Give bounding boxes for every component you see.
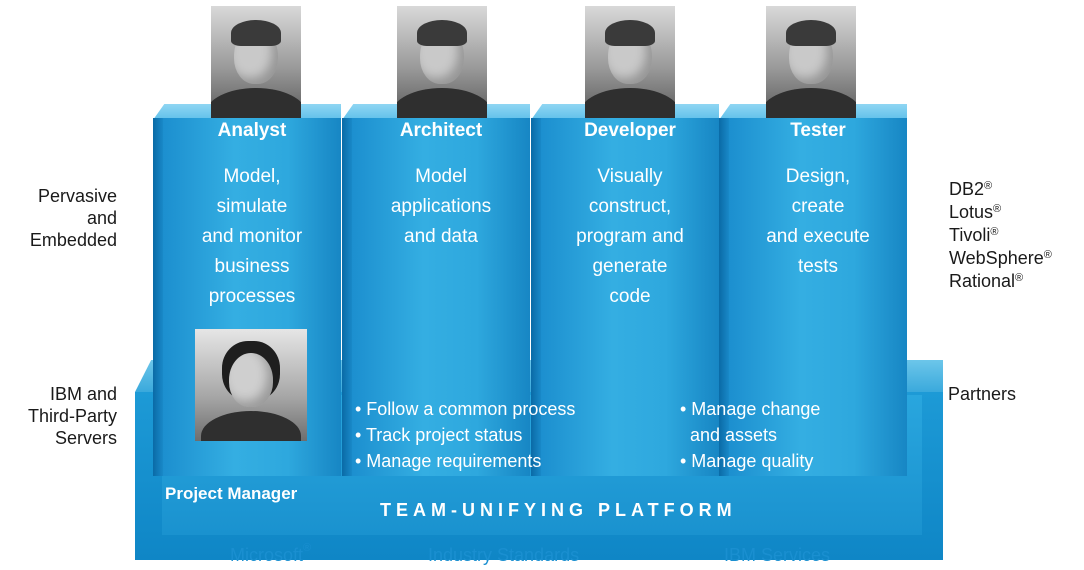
description-line: processes <box>208 286 296 307</box>
description-line: construct, <box>588 196 672 217</box>
role-title: Tester <box>790 120 846 141</box>
partners-label: Partners <box>948 384 1017 404</box>
pillar-side <box>153 118 165 476</box>
pillar-face <box>352 118 530 476</box>
servers-label: IBM and Third-Party Servers <box>0 383 117 449</box>
microsoft-label: Microsoft® <box>230 542 312 565</box>
description-line: simulate <box>216 196 288 217</box>
bullet-item: • Manage quality <box>680 451 814 471</box>
bullet-item: • Track project status <box>355 425 523 445</box>
analyst-photo <box>211 6 301 118</box>
servers-line: IBM and <box>49 384 117 404</box>
role-description: Model applications and data <box>360 162 522 252</box>
pervasive-line: Embedded <box>29 230 117 250</box>
servers-line: Third-Party <box>27 406 117 426</box>
brand-item: Rational® <box>949 271 1024 291</box>
description-line: tests <box>797 256 839 277</box>
project-manager-photo <box>195 329 307 441</box>
role-title: Architect <box>399 120 483 141</box>
pervasive-line: and <box>86 208 117 228</box>
platform-title: TEAM-UNIFYING PLATFORM <box>380 500 737 520</box>
description-line: Model <box>415 166 467 187</box>
description-line: business <box>214 256 290 277</box>
pervasive-line: Pervasive <box>37 186 117 206</box>
pillar-architect: Architect Model applications and data <box>342 104 530 476</box>
description-line: create <box>791 196 845 217</box>
pervasive-embedded-label: Pervasive and Embedded <box>0 185 117 251</box>
role-description: Model, simulate and monitor business pro… <box>171 162 333 312</box>
registered-mark: ® <box>990 226 999 238</box>
pillar-side <box>531 118 543 476</box>
pillar-face <box>541 118 719 476</box>
bullet-item: • Follow a common process <box>355 399 576 419</box>
servers-line: Servers <box>54 428 117 448</box>
role-title: Developer <box>584 120 676 141</box>
registered-mark: ® <box>993 203 1002 215</box>
industry-standards-label: Industry Standards <box>428 545 580 565</box>
description-line: program and <box>576 226 684 247</box>
pillar-face <box>729 118 907 476</box>
pillar-side <box>342 118 354 476</box>
description-line: and data <box>404 226 478 247</box>
bullet-item: • Manage change <box>680 399 821 419</box>
brand-list: DB2® Lotus® Tivoli® WebSphere® Rational® <box>949 178 1052 293</box>
role-description: Design, create and execute tests <box>737 162 899 282</box>
brand-item: Lotus® <box>949 202 1002 222</box>
pillar-side <box>719 118 731 476</box>
registered-mark: ® <box>984 180 993 192</box>
brand-item: DB2® <box>949 179 993 199</box>
description-line: and execute <box>766 226 870 247</box>
description-line: and monitor <box>201 226 303 247</box>
description-line: applications <box>390 196 492 217</box>
brand-item: Tivoli® <box>949 225 999 245</box>
description-line: code <box>609 286 651 307</box>
brand-item: WebSphere® <box>949 248 1052 268</box>
description-line: Model, <box>223 166 281 187</box>
description-line: Design, <box>785 166 851 187</box>
registered-mark: ® <box>1043 249 1052 261</box>
ibm-services-label: IBM Services <box>724 545 831 565</box>
bullet-item: • Manage requirements <box>355 451 542 471</box>
tester-photo <box>766 6 856 118</box>
pm-bullets-left: • Follow a common process • Track projec… <box>355 396 575 474</box>
architect-photo <box>397 6 487 118</box>
registered-mark: ® <box>303 542 312 554</box>
developer-photo <box>585 6 675 118</box>
project-manager-label: Project Manager <box>165 484 298 503</box>
pillar-analyst: Analyst Model, simulate and monitor busi… <box>153 104 341 476</box>
bullet-item: and assets <box>680 425 778 445</box>
pillar-developer: Developer Visually construct, program an… <box>531 104 719 476</box>
registered-mark: ® <box>1015 272 1024 284</box>
description-line: Visually <box>597 166 663 187</box>
description-line: generate <box>592 256 668 277</box>
role-description: Visually construct, program and generate… <box>549 162 711 312</box>
role-title: Analyst <box>217 120 287 141</box>
pillar-tester: Tester Design, create and execute tests <box>719 104 907 476</box>
pm-bullets-right: • Manage change and assets • Manage qual… <box>680 396 820 474</box>
